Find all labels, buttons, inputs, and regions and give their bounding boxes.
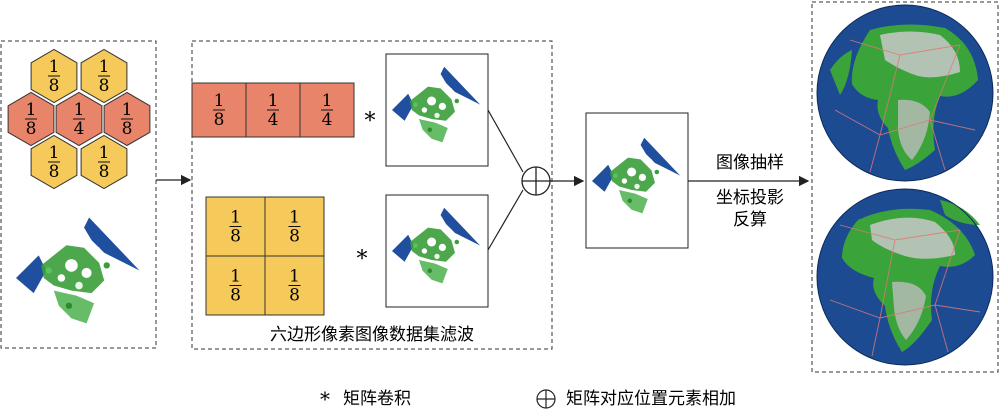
fraction-denominator: 4 — [74, 119, 85, 139]
filter-image-top — [385, 53, 489, 167]
fraction-denominator: 8 — [230, 227, 241, 247]
fraction-numerator: 1 — [230, 267, 241, 287]
plus-operator — [521, 166, 551, 196]
legend-conv-text: 矩阵卷积 — [343, 389, 411, 409]
fraction-numerator: 1 — [289, 267, 300, 287]
conv-operator-bottom: * — [357, 247, 368, 272]
fraction-numerator: 1 — [99, 143, 110, 163]
square-kernel-value: 18 — [229, 267, 242, 306]
fraction-denominator: 8 — [289, 286, 300, 306]
fraction-numerator: 1 — [268, 91, 279, 111]
fraction-numerator: 1 — [99, 57, 110, 77]
fraction-numerator: 1 — [122, 100, 133, 120]
result-image — [585, 112, 689, 249]
fraction-denominator: 8 — [289, 227, 300, 247]
fraction-numerator: 1 — [214, 91, 225, 111]
step-projection-label: 坐标投影 — [716, 188, 784, 208]
fraction-numerator: 1 — [322, 91, 333, 111]
fraction-denominator: 8 — [49, 76, 60, 96]
line-bottom-to-plus — [487, 189, 524, 251]
line-top-to-plus — [487, 109, 524, 173]
fraction-denominator: 8 — [99, 162, 110, 182]
globe-box — [811, 1, 999, 373]
hex-cell-value: 18 — [48, 57, 60, 96]
filter-image-bottom — [385, 194, 489, 308]
legend-add-symbol — [536, 389, 556, 409]
fraction-numerator: 1 — [49, 57, 60, 77]
input-box — [0, 40, 157, 349]
legend-add-text: 矩阵对应位置元素相加 — [566, 389, 736, 409]
step-sampling-label: 图像抽样 — [716, 153, 784, 173]
fraction-denominator: 4 — [322, 110, 333, 130]
row-kernel-value: 18 — [213, 91, 225, 130]
filter-caption: 六边形像素图像数据集滤波 — [270, 325, 474, 345]
hex-cell-value: 18 — [98, 57, 110, 96]
fraction-denominator: 8 — [122, 119, 133, 139]
filter-box — [191, 40, 553, 350]
fraction-denominator: 8 — [26, 119, 37, 139]
input-satellite-image — [16, 215, 142, 341]
globe-top — [816, 4, 994, 182]
fraction-numerator: 1 — [289, 208, 300, 228]
fraction-denominator: 8 — [230, 286, 241, 306]
fraction-numerator: 1 — [49, 143, 60, 163]
square-kernel-value: 18 — [288, 267, 301, 306]
row-kernel-value: 14 — [267, 91, 279, 130]
hex-cell-value: 18 — [98, 143, 110, 182]
fraction-denominator: 8 — [214, 110, 225, 130]
row-kernel-value: 14 — [321, 91, 333, 130]
hex-cell-value: 18 — [25, 100, 37, 139]
square-kernel-value: 18 — [288, 208, 301, 247]
fraction-numerator: 1 — [74, 100, 85, 120]
step-inverse-label: 反算 — [733, 210, 767, 230]
globe-bottom — [816, 188, 994, 366]
fraction-denominator: 8 — [99, 76, 110, 96]
legend-conv-symbol: * — [320, 387, 330, 411]
fraction-denominator: 8 — [49, 162, 60, 182]
square-kernel-value: 18 — [229, 208, 242, 247]
fraction-numerator: 1 — [26, 100, 37, 120]
hex-cell-value: 18 — [121, 100, 133, 139]
conv-operator-top: * — [365, 109, 376, 134]
fraction-denominator: 4 — [268, 110, 279, 130]
fraction-numerator: 1 — [230, 208, 241, 228]
hex-cell-value: 18 — [48, 143, 60, 182]
hex-cell-value: 14 — [73, 100, 85, 139]
